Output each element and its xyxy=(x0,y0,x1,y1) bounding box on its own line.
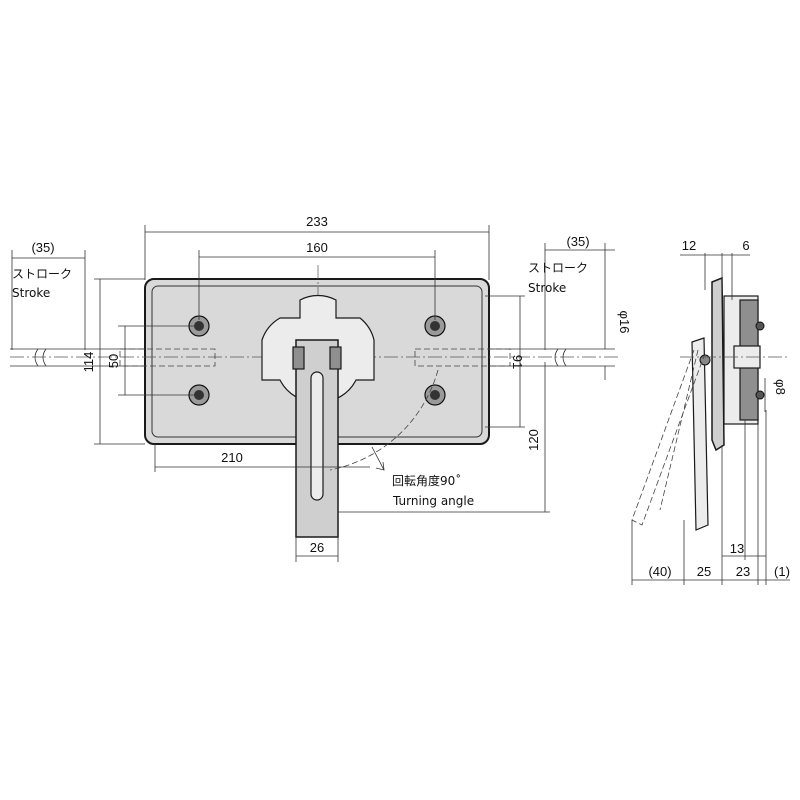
side-dimensions: 12 6 φ8 13 (40) 25 23 (1) xyxy=(631,238,790,585)
dim-right-height: 91 xyxy=(510,355,525,369)
turning-angle-label-jp: 回転角度90˚ xyxy=(392,473,461,488)
stroke-label-jp-right: ストローク xyxy=(528,261,588,275)
side-base-plate xyxy=(711,276,725,452)
dim-hole-pitch-horizontal: 160 xyxy=(306,240,328,255)
dim-rod-diameter: φ16 xyxy=(617,311,632,334)
dim-height-114: 114 xyxy=(81,352,96,373)
side-handle xyxy=(691,337,709,531)
dim-side-top-left: 12 xyxy=(682,238,696,253)
front-view xyxy=(10,265,620,538)
dim-side-bottom-1: (40) xyxy=(648,564,671,579)
turning-angle-label-en: Turning angle xyxy=(392,494,474,508)
dim-stroke-left: (35) xyxy=(31,240,54,255)
dim-handle-width: 26 xyxy=(310,540,324,555)
dim-side-pin: φ8 xyxy=(773,379,788,395)
dim-side-bottom-2: 25 xyxy=(697,564,711,579)
dim-stroke-right: (35) xyxy=(566,234,589,249)
dim-side-top-right: 6 xyxy=(742,238,749,253)
dim-side-bottom-3: 23 xyxy=(736,564,750,579)
dim-side-small: 13 xyxy=(730,541,744,556)
stroke-label-en-left: Stroke xyxy=(12,286,50,300)
front-dimensions: 233 160 114 50 210 91 120 φ16 xyxy=(11,214,632,562)
side-view xyxy=(631,276,790,531)
dim-lower-width: 210 xyxy=(221,450,243,465)
dim-side-bottom-4: (1) xyxy=(774,564,790,579)
left-rod xyxy=(10,348,216,367)
stroke-label-en-right: Stroke xyxy=(528,281,566,295)
dim-overall-width: 233 xyxy=(306,214,328,229)
stroke-label-jp-left: ストローク xyxy=(12,267,72,281)
right-rod xyxy=(414,348,615,367)
dim-handle-drop: 120 xyxy=(526,429,541,451)
mounting-screw-bottom-right xyxy=(424,384,446,406)
dim-hole-pitch-vertical: 50 xyxy=(106,354,121,368)
handle xyxy=(292,339,342,538)
